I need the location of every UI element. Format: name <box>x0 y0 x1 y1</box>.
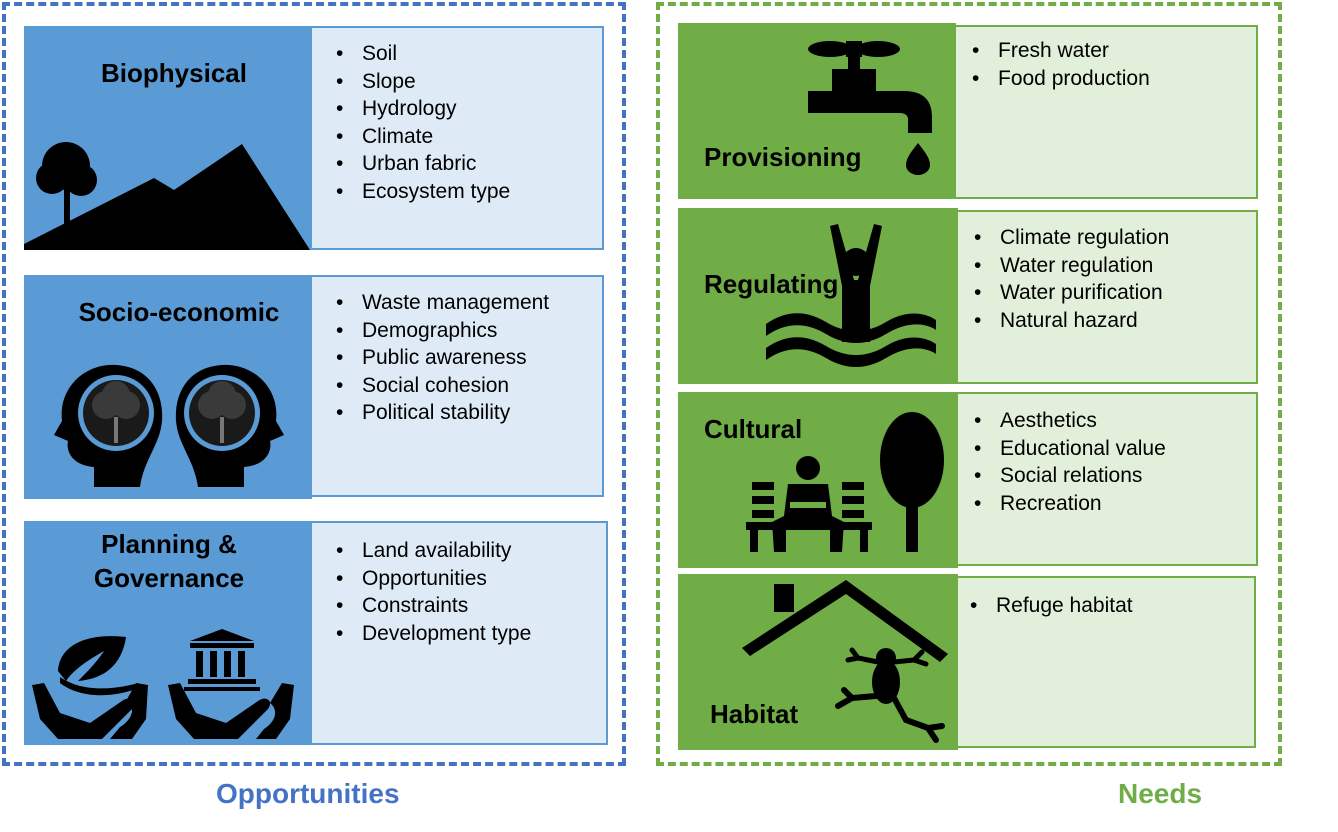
socio-economic-panel: Socio-economic <box>24 275 312 499</box>
regulating-list-panel: Climate regulation Water regulation Wate… <box>956 210 1258 384</box>
list-item: Political stability <box>334 399 549 427</box>
person-in-water-icon <box>766 224 936 367</box>
biophysical-list-panel: Soil Slope Hydrology Climate Urban fabri… <box>310 26 604 250</box>
biophysical-panel: Biophysical <box>24 26 312 250</box>
cultural-list: Aesthetics Educational value Social rela… <box>972 407 1166 517</box>
list-item: Climate regulation <box>972 224 1169 252</box>
list-item: Social cohesion <box>334 372 549 400</box>
provisioning-list: Fresh water Food production <box>970 37 1150 92</box>
tree-hill-icon <box>24 142 310 250</box>
list-item: Land availability <box>334 537 531 565</box>
needs-caption: Needs <box>1118 778 1203 809</box>
biophysical-list: Soil Slope Hydrology Climate Urban fabri… <box>334 40 510 205</box>
heads-tree-icon <box>54 364 284 487</box>
list-item: Water purification <box>972 279 1169 307</box>
list-item: Public awareness <box>334 344 549 372</box>
needs-frame <box>656 2 1282 766</box>
regulating-title: Regulating <box>704 269 839 299</box>
list-item: Natural hazard <box>972 307 1169 335</box>
list-item: Water regulation <box>972 252 1169 280</box>
provisioning-panel: Provisioning <box>678 23 956 199</box>
opportunities-caption: Opportunities <box>216 778 400 809</box>
cultural-list-panel: Aesthetics Educational value Social rela… <box>956 392 1258 566</box>
list-item: Slope <box>334 68 510 96</box>
list-item: Aesthetics <box>972 407 1166 435</box>
habitat-panel: Habitat <box>678 574 958 750</box>
biophysical-title: Biophysical <box>101 58 247 88</box>
provisioning-title: Provisioning <box>704 142 862 172</box>
list-item: Hydrology <box>334 95 510 123</box>
hands-leaf-building-icon <box>32 629 294 739</box>
habitat-title: Habitat <box>710 699 799 729</box>
planning-governance-panel: Planning & Governance <box>24 521 314 745</box>
list-item: Opportunities <box>334 565 531 593</box>
cultural-panel: Cultural <box>678 392 958 568</box>
habitat-list: Refuge habitat <box>968 592 1133 620</box>
list-item: Recreation <box>972 490 1166 518</box>
list-item: Demographics <box>334 317 549 345</box>
regulating-list: Climate regulation Water regulation Wate… <box>972 224 1169 334</box>
list-item: Climate <box>334 123 510 151</box>
list-item: Urban fabric <box>334 150 510 178</box>
list-item: Refuge habitat <box>968 592 1133 620</box>
socio-economic-list-panel: Waste management Demographics Public awa… <box>310 275 604 497</box>
water-tap-icon <box>808 41 932 175</box>
habitat-list-panel: Refuge habitat <box>956 576 1256 748</box>
list-item: Fresh water <box>970 37 1150 65</box>
list-item: Social relations <box>972 462 1166 490</box>
planning-governance-title-line1: Planning & <box>101 529 237 559</box>
list-item: Waste management <box>334 289 549 317</box>
list-item: Constraints <box>334 592 531 620</box>
list-item: Ecosystem type <box>334 178 510 206</box>
socio-economic-title: Socio-economic <box>78 297 280 327</box>
person-bench-tree-icon <box>746 412 944 552</box>
socio-economic-list: Waste management Demographics Public awa… <box>334 289 549 427</box>
cultural-title: Cultural <box>704 414 803 444</box>
provisioning-list-panel: Fresh water Food production <box>954 25 1258 199</box>
list-item: Development type <box>334 620 531 648</box>
planning-governance-list: Land availability Opportunities Constrai… <box>334 537 531 647</box>
list-item: Soil <box>334 40 510 68</box>
planning-governance-list-panel: Land availability Opportunities Constrai… <box>310 521 608 745</box>
opportunities-frame <box>2 2 626 766</box>
list-item: Educational value <box>972 435 1166 463</box>
planning-governance-title-line2: Governance <box>93 563 245 593</box>
list-item: Food production <box>970 65 1150 93</box>
house-frog-icon <box>742 580 948 743</box>
regulating-panel: Regulating <box>678 208 958 384</box>
